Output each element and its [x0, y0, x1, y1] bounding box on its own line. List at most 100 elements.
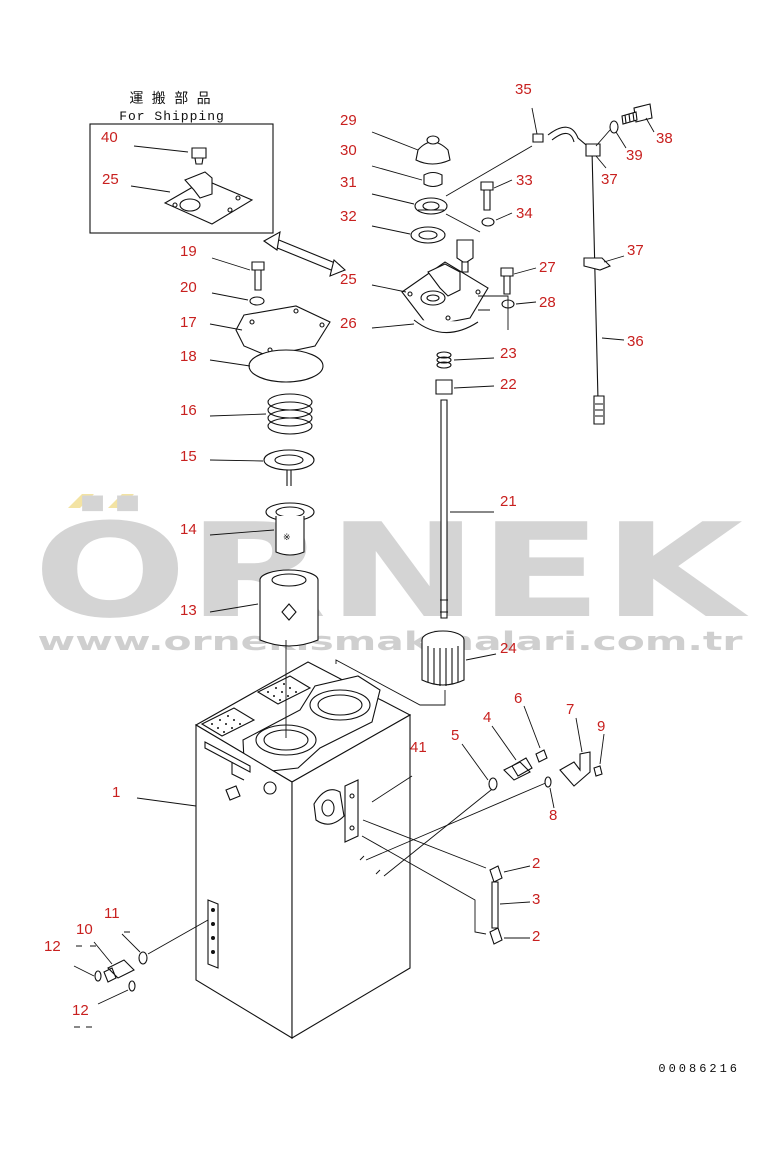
part-29-cap: [415, 141, 451, 165]
callout-28: 28: [539, 294, 556, 311]
center-cap-stack: [371, 107, 544, 686]
tank-mount: [313, 789, 345, 825]
callout-20: 20: [180, 279, 197, 296]
callout-13: 13: [180, 602, 197, 619]
part-6-plug: [535, 749, 548, 763]
mesh-mark: ※: [283, 532, 291, 542]
shipping-box: 運 搬 部 品 For Shipping: [89, 91, 274, 234]
callout-10: 10: [76, 921, 93, 938]
part-14-strainer: ※: [265, 502, 315, 556]
part-7-elbow: [559, 751, 591, 787]
callout-33: 33: [516, 172, 533, 189]
part-37-clamp-lower: [583, 257, 611, 271]
shipping-frame: [89, 123, 274, 234]
sight-gauge: [207, 899, 219, 969]
right-hose-assembly: [547, 103, 655, 425]
part-36-hose: [547, 126, 599, 401]
callout-41: 41: [410, 739, 427, 756]
callout-36: 36: [627, 333, 644, 350]
part-17-cover-plate: [235, 305, 331, 357]
part-40-plug: [191, 147, 207, 165]
callout-5: 5: [451, 727, 459, 744]
part-35-fitting: [532, 133, 544, 143]
alignment-lines: [285, 640, 549, 935]
callout-37-lower: 37: [627, 242, 644, 259]
callout-23: 23: [500, 345, 517, 362]
perforated-pad: [200, 707, 256, 737]
part-21-rod: [440, 399, 448, 619]
bolt-hole: [319, 322, 325, 328]
callout-22: 22: [500, 376, 517, 393]
bolt-hole: [445, 315, 451, 321]
callout-38: 38: [656, 130, 673, 147]
callout-25-main: 25: [340, 271, 357, 288]
bolt-hole: [235, 195, 241, 201]
cover-port: [420, 290, 446, 306]
part-16-spring: [267, 393, 313, 435]
callout-16: 16: [180, 402, 197, 419]
part-11-oring: [138, 951, 148, 965]
watermark: ÖRNEK www.ornekismakinalari.com.tr: [33, 494, 749, 657]
part-2-clamp-lower: [489, 927, 503, 945]
part-15-valve: [263, 449, 315, 486]
callout-1: 1: [112, 784, 120, 801]
part-32-gasket: [410, 226, 446, 244]
callout-21: 21: [500, 493, 517, 510]
part-8-oring: [544, 776, 552, 788]
callout-39: 39: [626, 147, 643, 164]
cover-bracket: [427, 263, 461, 297]
part-37-clamp-upper: [585, 143, 601, 157]
bolt-hole: [172, 202, 178, 208]
right-fittings: [461, 705, 605, 945]
callout-9: 9: [597, 718, 605, 735]
drawing-number: 00086216: [658, 1062, 740, 1076]
part-34-washer: [481, 217, 495, 227]
callout-12-lower: 12: [72, 1002, 89, 1019]
cover-bracket: [184, 171, 213, 199]
shipping-arrow: [262, 230, 347, 277]
tank-fitting: [263, 781, 277, 795]
callout-18: 18: [180, 348, 197, 365]
callout-31: 31: [340, 174, 357, 191]
part-3-tube: [491, 881, 499, 929]
bolt-hole: [249, 319, 255, 325]
callout-2-upper: 2: [532, 855, 540, 872]
callout-7: 7: [566, 701, 574, 718]
tank-plug: [225, 785, 241, 801]
breather-valve: [456, 239, 474, 273]
callout-32: 32: [340, 208, 357, 225]
part-12-oring-lower: [128, 980, 136, 992]
left-fittings: [73, 919, 209, 1028]
part-18-gasket: [248, 349, 324, 383]
watermark-url: www.ornekismakinalari.com.tr: [38, 627, 743, 657]
part-10-valve: [103, 959, 135, 983]
watermark-brand: ÖRNEK: [33, 495, 749, 647]
callout-24: 24: [500, 640, 517, 657]
callout-35: 35: [515, 81, 532, 98]
callout-17: 17: [180, 314, 197, 331]
callout-11: 11: [104, 905, 120, 922]
callout-37-upper: 37: [601, 171, 618, 188]
callout-19: 19: [180, 243, 197, 260]
callout-15: 15: [180, 448, 197, 465]
callout-3: 3: [532, 891, 540, 908]
callout-labels: 40 25 29 30 31 32 33 34 35 38 39 37 37 3…: [44, 81, 673, 1019]
bolt-hole: [475, 289, 481, 295]
part-30-element: [423, 171, 443, 188]
part-13-filter-element: [259, 569, 319, 647]
part-26-gasket: [413, 319, 479, 334]
part-41-bracket: [344, 779, 359, 843]
callout-29: 29: [340, 112, 357, 129]
callout-27: 27: [539, 259, 556, 276]
part-27-bolt: [500, 267, 514, 295]
watermark-accent-left: [68, 494, 94, 508]
shipping-title-en: For Shipping: [119, 109, 225, 124]
bolt-hole: [407, 291, 413, 297]
callout-25: 25: [102, 171, 119, 188]
left-filter-stack: ※: [209, 257, 331, 647]
part-9-plug: [593, 765, 603, 777]
callout-4: 4: [483, 709, 491, 726]
callout-6: 6: [514, 690, 522, 707]
